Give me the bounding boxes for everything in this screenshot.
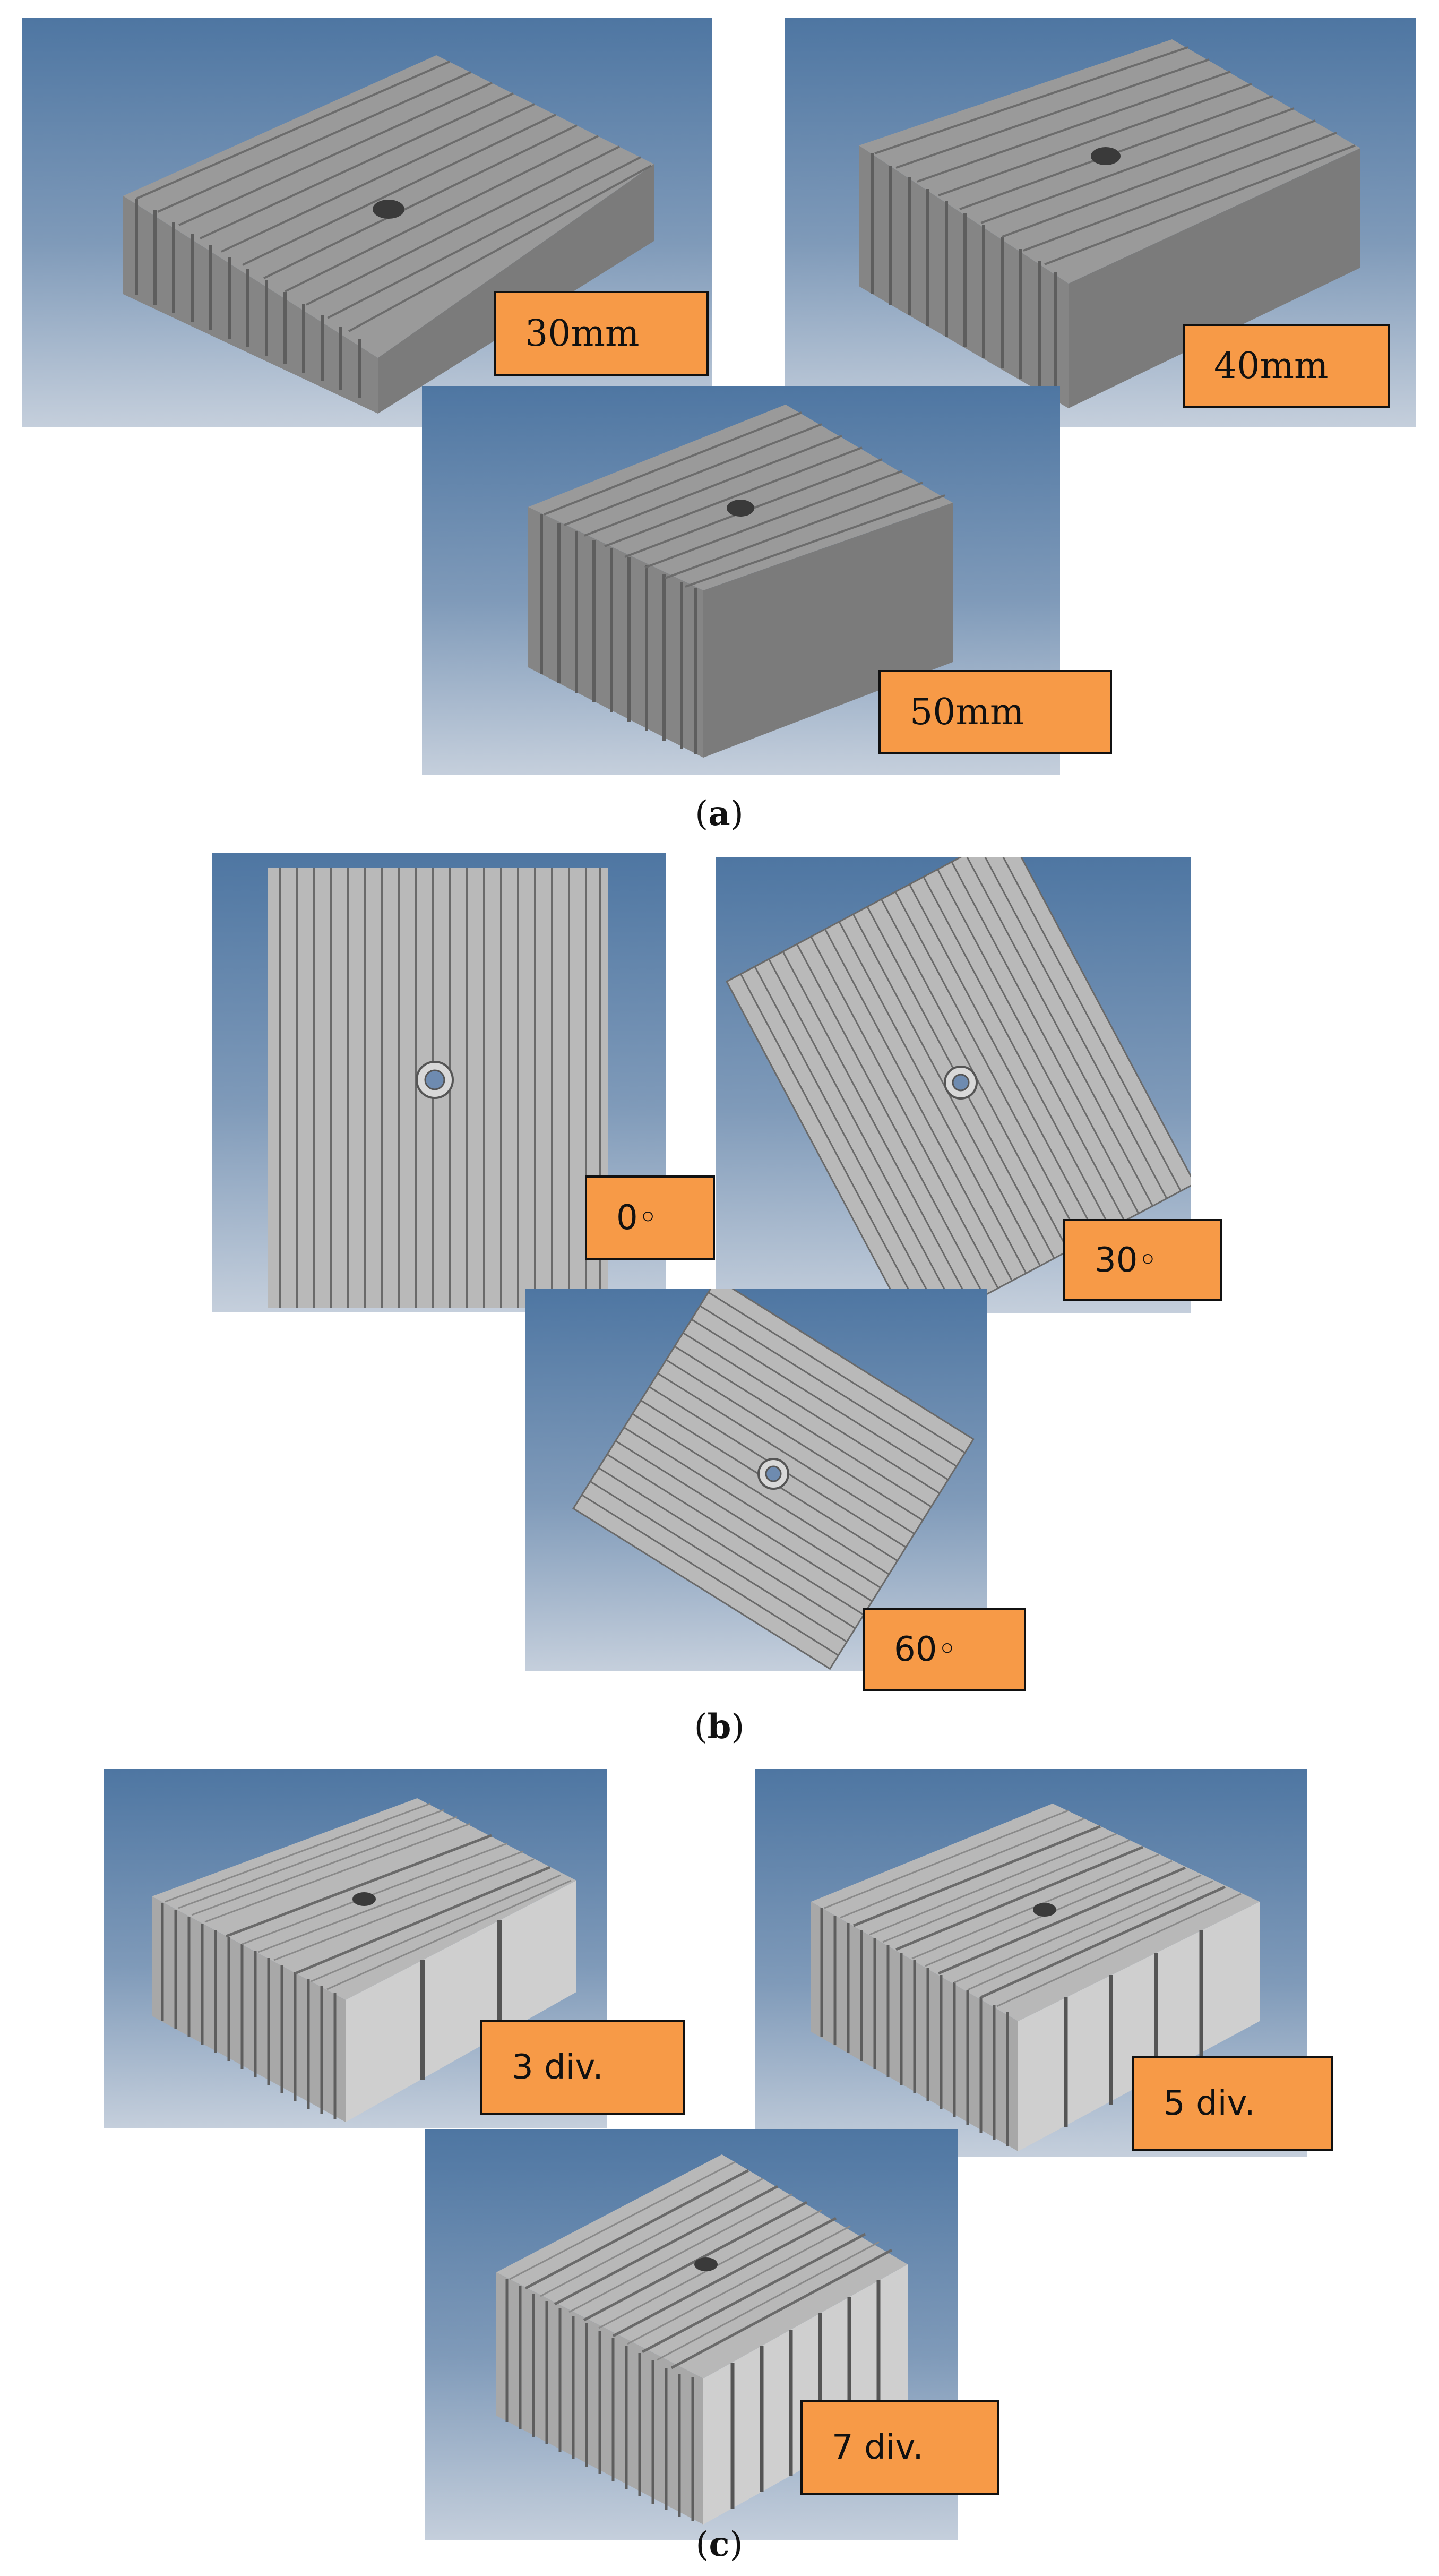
heatsink-render <box>859 39 1360 408</box>
heatsink-render <box>123 55 654 414</box>
label-7div: 7 div. <box>800 2400 999 2495</box>
heatsink-render <box>152 1798 576 2122</box>
label-50mm: 50mm <box>878 670 1112 754</box>
caption-a: (a) <box>695 794 744 834</box>
panel-b-60deg <box>525 1289 987 1671</box>
panel-a-40mm <box>785 18 1416 427</box>
label-3div: 3 div. <box>480 2020 685 2115</box>
heatsink-render <box>726 857 1191 1313</box>
heatsink-render <box>572 1289 975 1670</box>
panel-b-0deg <box>212 853 666 1312</box>
label-30mm: 30mm <box>494 291 709 376</box>
caption-letter: b <box>707 1707 731 1747</box>
heatsink-render <box>811 1804 1260 2151</box>
caption-b: (b) <box>694 1707 745 1747</box>
panel-a-30mm <box>22 18 712 427</box>
caption-c: (c) <box>695 2525 743 2564</box>
caption-letter: c <box>709 2525 730 2564</box>
label-0deg: 0◦ <box>585 1175 715 1260</box>
heatsink-render <box>268 868 608 1308</box>
heatsink-render <box>496 2154 908 2525</box>
label-30deg: 30◦ <box>1063 1219 1222 1301</box>
heatsink-render <box>528 405 953 758</box>
label-60deg: 60◦ <box>863 1608 1026 1691</box>
label-5div: 5 div. <box>1132 2056 1333 2151</box>
caption-letter: a <box>708 794 730 834</box>
label-40mm: 40mm <box>1183 324 1390 408</box>
